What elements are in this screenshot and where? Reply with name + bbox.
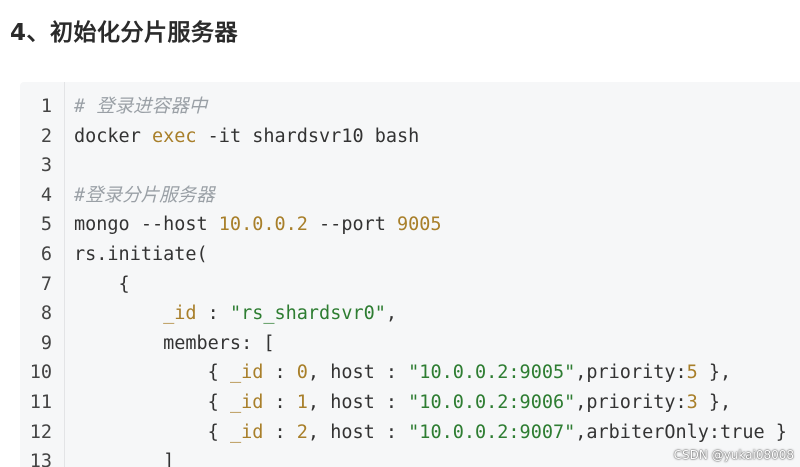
code-token-plain: { (74, 391, 230, 413)
code-token-plain: { (74, 421, 230, 443)
code-token-plain: { (74, 273, 130, 295)
code-token-plain (74, 303, 163, 324)
line-number: 10 (29, 362, 52, 384)
code-token-plain: : (263, 362, 297, 384)
code-token-plain: }, (697, 362, 732, 384)
code-token-plain: , host : (307, 421, 409, 443)
code-text: { _id : 0, host : "10.0.0.2:9005",priori… (74, 358, 732, 388)
csdn-watermark: CSDN @yukai08008 (673, 448, 794, 462)
line-number: 13 (29, 451, 52, 467)
code-token-plain: rs.initiate( (74, 243, 208, 265)
code-token-plain: : (263, 421, 297, 443)
code-token-number: 10.0.0.2 (218, 214, 308, 236)
line-number: 2 (40, 125, 52, 147)
code-token-attr: _id (163, 303, 197, 325)
code-token-string: "10.0.0.2:9006" (408, 391, 576, 413)
line-number: 11 (29, 391, 52, 413)
code-text: { _id : 1, host : "10.0.0.2:9006",priori… (74, 388, 732, 418)
code-token-plain: ,priority: (575, 391, 687, 413)
code-token-number: 5 (686, 362, 698, 384)
line-number: 9 (40, 332, 52, 354)
code-text: _id : "rs_shardsvr0", (74, 299, 397, 329)
line-number: 5 (40, 214, 52, 236)
code-token-number: 2 (296, 421, 308, 443)
code-text: rs.initiate( (74, 240, 208, 270)
code-token-plain: ,arbiterOnly: (575, 421, 721, 443)
code-token-plain: ] (74, 451, 175, 467)
code-text: mongo --host 10.0.0.2 --port 9005 (74, 210, 442, 240)
code-token-plain: --port (307, 214, 398, 236)
code-text: #登录分片服务器 (74, 181, 215, 211)
code-text: ] (74, 447, 174, 467)
code-token-string: "10.0.0.2:9005" (408, 362, 576, 384)
code-token-comment: #登录分片服务器 (74, 184, 215, 206)
code-token-number: 9005 (397, 214, 442, 236)
code-token-plain: members: [ (74, 332, 275, 354)
code-token-comment: # 登录进容器中 (74, 96, 208, 117)
code-text: docker exec -it shardsvr10 bash (74, 122, 419, 152)
line-number: 12 (29, 421, 52, 443)
code-text: members: [ (74, 329, 274, 359)
line-number: 6 (40, 243, 52, 265)
code-token-number: 0 (296, 362, 308, 384)
line-number: 4 (40, 184, 52, 206)
section-heading: 4、初始化分片服务器 (10, 20, 239, 46)
line-number-gutter-divider (64, 82, 65, 467)
code-token-plain: , host : (307, 362, 409, 384)
code-text: { (74, 270, 130, 300)
code-token-plain: mongo --host (74, 214, 219, 236)
code-token-attr: _id (229, 391, 264, 413)
code-token-attr: _id (229, 362, 264, 384)
code-token-number: 3 (686, 391, 698, 413)
code-text: # 登录进容器中 (74, 92, 207, 122)
line-number: 3 (40, 155, 52, 177)
line-number: 7 (40, 273, 52, 295)
code-token-plain: { (74, 362, 230, 384)
code-token-plain: } (764, 421, 787, 443)
code-token-plain: : (263, 391, 297, 413)
line-number: 8 (40, 303, 52, 325)
code-token-attr: _id (229, 421, 264, 443)
code-token-number: 1 (296, 391, 308, 413)
code-text: { _id : 2, host : "10.0.0.2:9007",arbite… (74, 418, 787, 448)
code-token-plain: docker (74, 125, 152, 147)
code-block: 1 # 登录进容器中 2 docker exec -it shardsvr10 bas… (20, 82, 800, 467)
code-token-plain: : (196, 303, 230, 325)
code-token-keyword: exec (151, 125, 197, 147)
code-token-string: "rs_shardsvr0" (229, 303, 386, 325)
code-token-plain: -it shardsvr10 bash (196, 125, 420, 147)
code-token-plain: ,priority: (575, 362, 687, 384)
code-token-bool: true (720, 421, 765, 443)
code-token-plain: }, (697, 391, 732, 413)
line-number: 1 (40, 96, 52, 117)
code-token-string: "10.0.0.2:9007" (408, 421, 576, 443)
code-token-plain: , (385, 303, 398, 325)
code-token-plain: , host : (307, 391, 409, 413)
